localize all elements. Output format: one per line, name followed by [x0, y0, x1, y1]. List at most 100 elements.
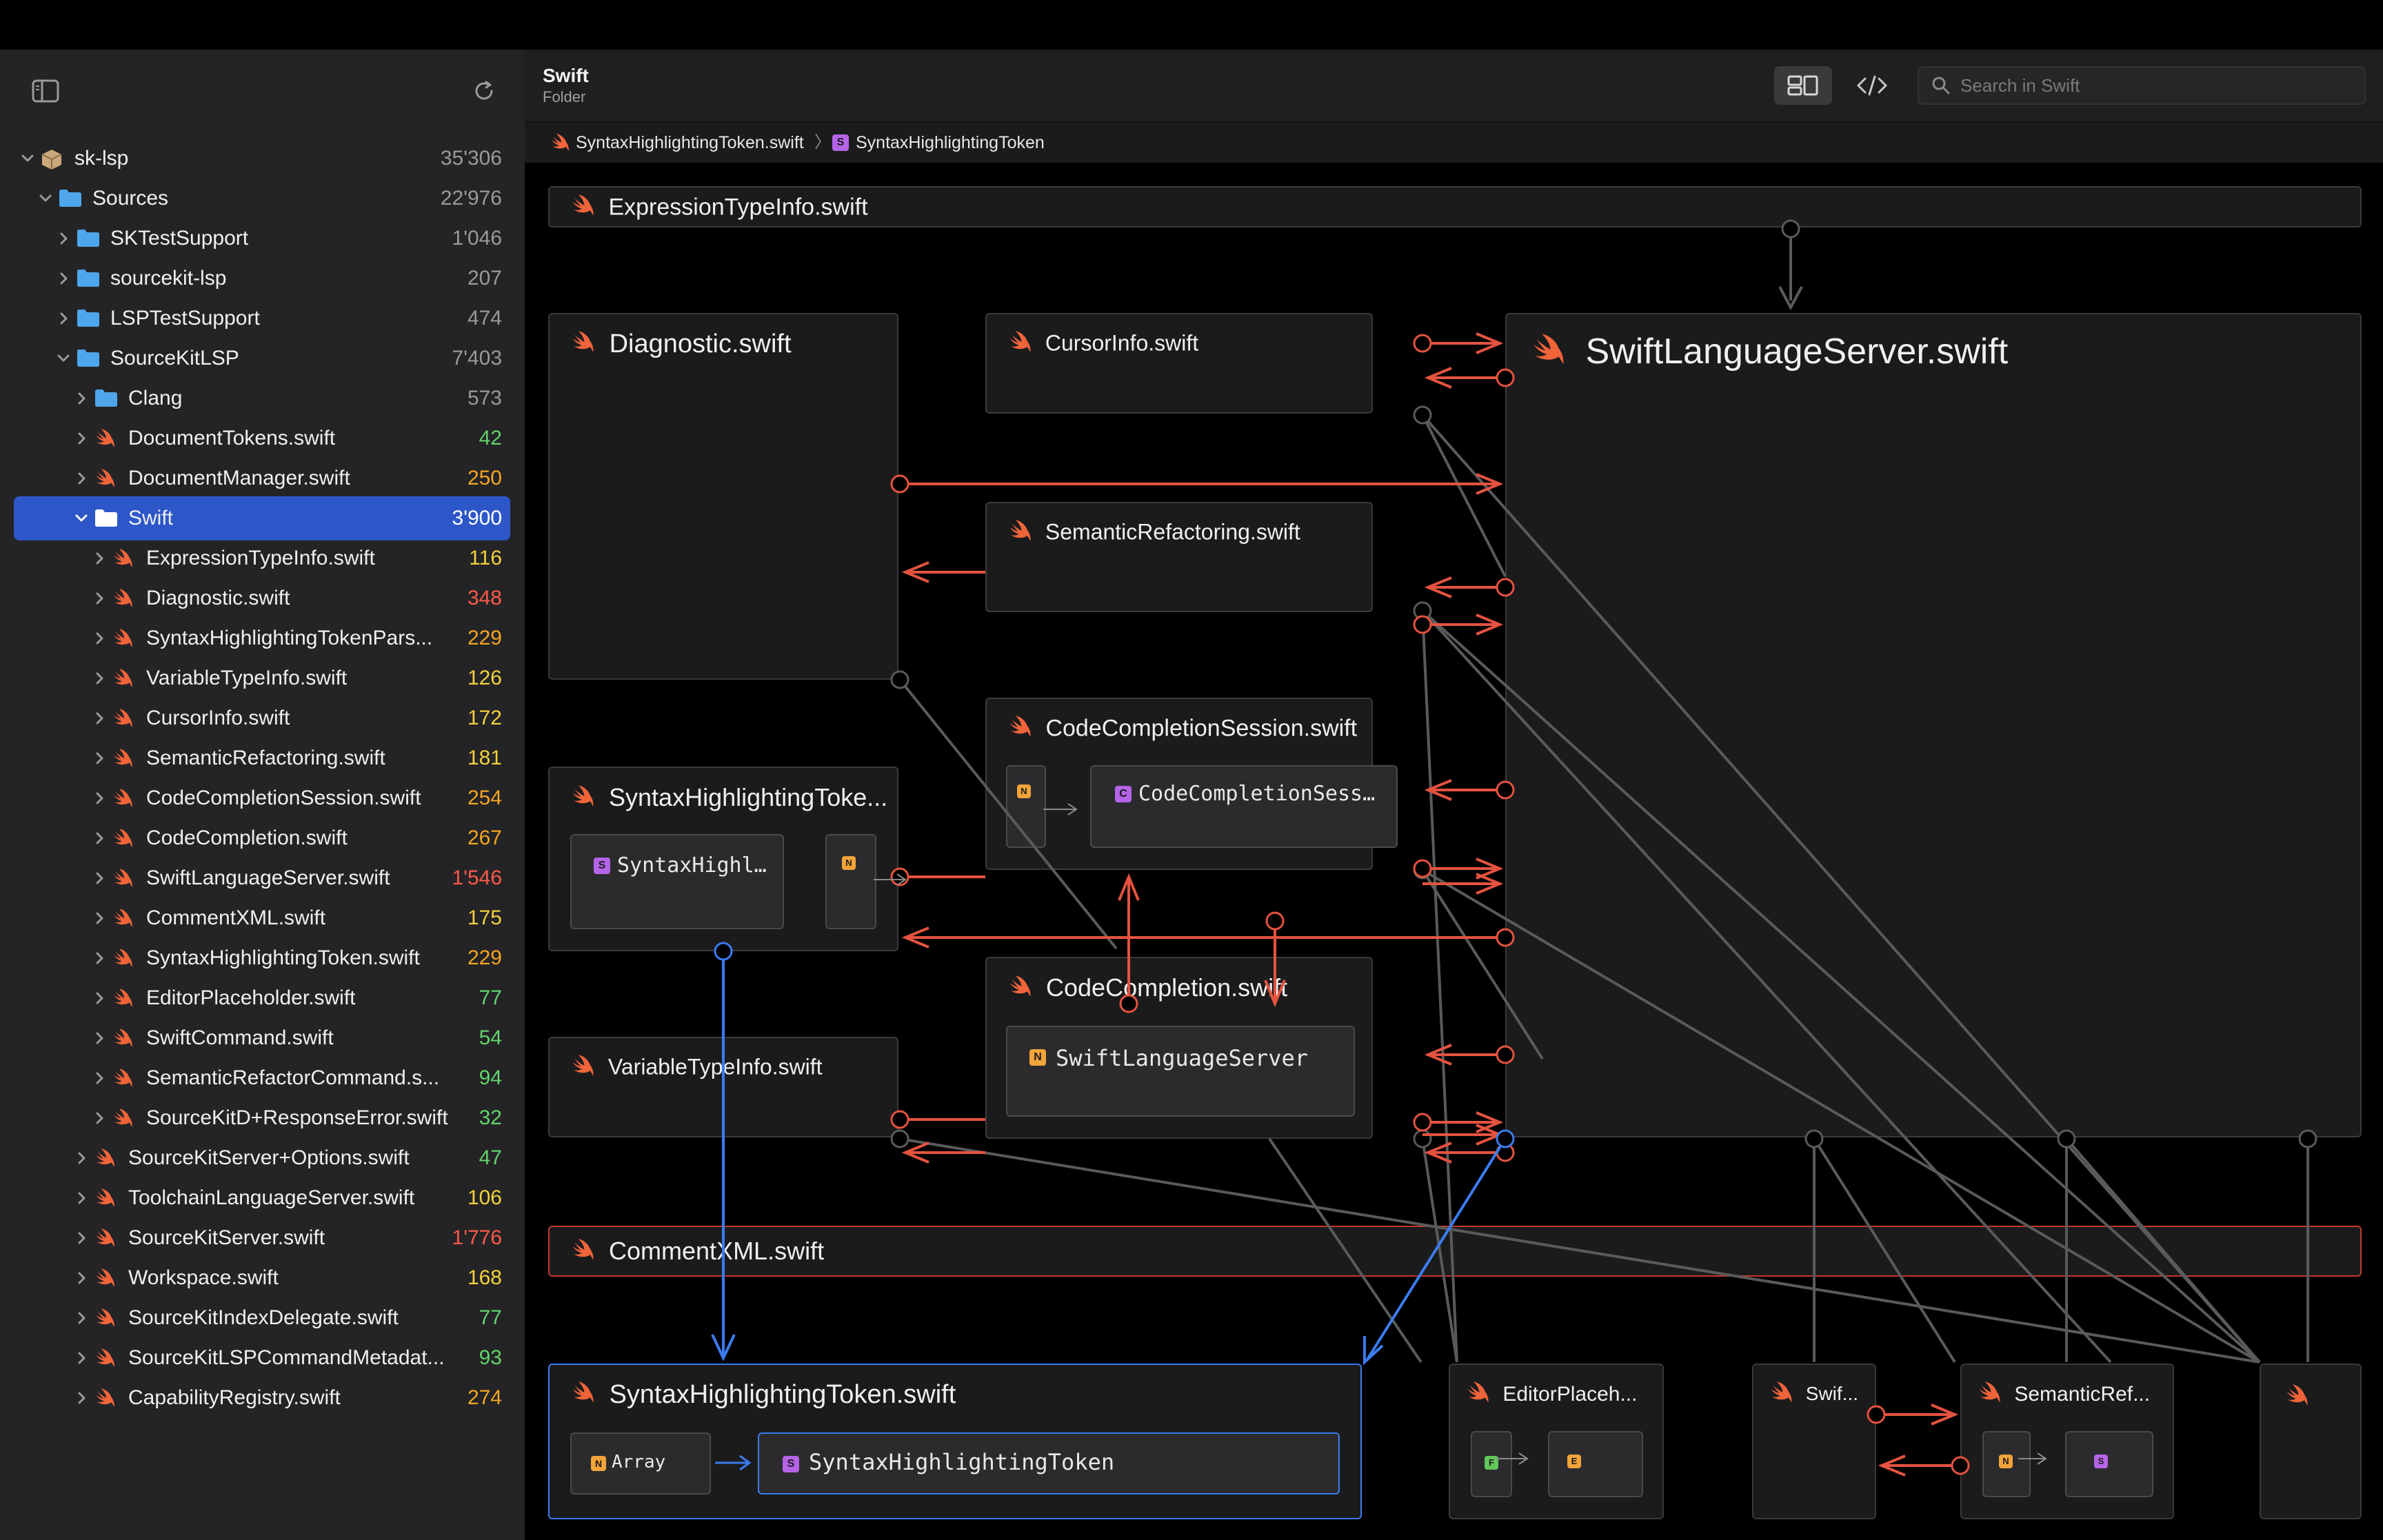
- class-chip[interactable]: C CodeCompletionSess…: [1090, 765, 1398, 848]
- sidebar-toggle-button[interactable]: [25, 70, 66, 112]
- chevron-right-icon[interactable]: [90, 989, 109, 1008]
- array-chip[interactable]: N Array: [570, 1432, 711, 1495]
- node-editor-placeholder[interactable]: EditorPlaceh... F E: [1449, 1364, 1664, 1519]
- chevron-right-icon[interactable]: [90, 829, 109, 848]
- chevron-right-icon[interactable]: [90, 869, 109, 888]
- node-syntax-highlighting-token[interactable]: SyntaxHighlightingToken.swift N Array S …: [548, 1364, 1362, 1519]
- breadcrumb-symbol[interactable]: SyntaxHighlightingToken: [856, 133, 1045, 152]
- refresh-button[interactable]: [463, 70, 505, 112]
- chevron-right-icon[interactable]: [72, 1148, 91, 1168]
- layout-toggle-button[interactable]: [1774, 66, 1832, 105]
- node-semantic-refactoring[interactable]: SemanticRefactoring.swift: [985, 502, 1373, 612]
- tree-row[interactable]: SourceKitLSPCommandMetadat...93: [14, 1336, 510, 1380]
- chevron-right-icon[interactable]: [90, 669, 109, 688]
- chevron-right-icon[interactable]: [90, 1068, 109, 1088]
- namespace-chip[interactable]: N: [1006, 765, 1046, 848]
- chevron-down-icon[interactable]: [18, 149, 37, 168]
- node-semantic-refactor-command[interactable]: SemanticRef... N S: [1960, 1364, 2174, 1519]
- code-view-button[interactable]: [1843, 66, 1901, 105]
- tree-row-label: SemanticRefactorCommand.s...: [146, 1066, 440, 1089]
- chevron-right-icon[interactable]: [72, 1388, 91, 1408]
- chevron-right-icon[interactable]: [90, 789, 109, 808]
- chevron-right-icon[interactable]: [72, 1228, 91, 1248]
- node-title: ExpressionTypeInfo.swift: [608, 194, 868, 221]
- chevron-right-icon[interactable]: [54, 269, 73, 288]
- tree-row-label: SourceKitServer.swift: [128, 1226, 325, 1249]
- node-syntax-highlighting-token-parser[interactable]: SyntaxHighlightingToke... S SyntaxHighl……: [548, 767, 898, 951]
- code-icon: [1857, 75, 1887, 96]
- namespace-chip[interactable]: N: [1982, 1431, 2031, 1497]
- node-source-kitd-response-error[interactable]: [2260, 1364, 2362, 1519]
- tree-row[interactable]: SyntaxHighlightingTokenPars...229: [14, 616, 510, 660]
- chevron-right-icon[interactable]: [90, 709, 109, 728]
- tree-row[interactable]: SemanticRefactorCommand.s...94: [14, 1056, 510, 1100]
- node-diagnostic[interactable]: Diagnostic.swift: [548, 313, 898, 680]
- function-chip[interactable]: F: [1471, 1431, 1512, 1497]
- node-swift-language-server[interactable]: SwiftLanguageServer.swift: [1505, 313, 2362, 1137]
- chevron-right-icon[interactable]: [90, 549, 109, 568]
- namespace-chip[interactable]: N: [825, 834, 876, 929]
- breadcrumb-file[interactable]: SyntaxHighlightingToken.swift: [576, 133, 804, 152]
- struct-chip[interactable]: S: [2065, 1431, 2153, 1497]
- node-code-completion[interactable]: CodeCompletion.swift N SwiftLanguageServ…: [985, 957, 1373, 1139]
- chevron-right-icon[interactable]: [90, 1108, 109, 1128]
- chevron-right-icon[interactable]: [72, 469, 91, 488]
- enum-chip[interactable]: E: [1548, 1431, 1643, 1497]
- node-cursor-info[interactable]: CursorInfo.swift: [985, 313, 1373, 414]
- chevron-down-icon[interactable]: [72, 509, 91, 528]
- node-comment-xml[interactable]: CommentXML.swift: [548, 1226, 2362, 1277]
- chevron-down-icon[interactable]: [36, 189, 55, 208]
- node-code-completion-session[interactable]: CodeCompletionSession.swift N C CodeComp…: [985, 698, 1398, 870]
- chevron-right-icon[interactable]: [72, 1188, 91, 1208]
- chevron-right-icon[interactable]: [90, 1029, 109, 1048]
- chevron-right-icon[interactable]: [90, 589, 109, 608]
- chevron-right-icon[interactable]: [72, 389, 91, 408]
- chevron-right-icon[interactable]: [90, 749, 109, 768]
- node-expression-type-info[interactable]: ExpressionTypeInfo.swift: [548, 186, 2362, 227]
- struct-chip[interactable]: S SyntaxHighl…: [570, 834, 784, 929]
- chevron-right-icon[interactable]: [72, 1348, 91, 1368]
- node-swift-command[interactable]: Swif...: [1752, 1364, 1876, 1519]
- chevron-down-icon[interactable]: [54, 349, 73, 368]
- chevron-right-icon[interactable]: [54, 229, 73, 248]
- chevron-right-icon[interactable]: [90, 629, 109, 648]
- chevron-right-icon[interactable]: [90, 949, 109, 968]
- chevron-right-icon[interactable]: [90, 909, 109, 928]
- struct-chip[interactable]: S SyntaxHighlightingToken: [758, 1432, 1340, 1495]
- chevron-right-icon[interactable]: [72, 1268, 91, 1288]
- chevron-right-icon[interactable]: [54, 309, 73, 328]
- search-field[interactable]: Search in Swift: [1918, 66, 2366, 105]
- namespace-chip[interactable]: N SwiftLanguageServer: [1006, 1026, 1355, 1117]
- chevron-right-icon[interactable]: [72, 429, 91, 448]
- chevron-right-icon[interactable]: [72, 1308, 91, 1328]
